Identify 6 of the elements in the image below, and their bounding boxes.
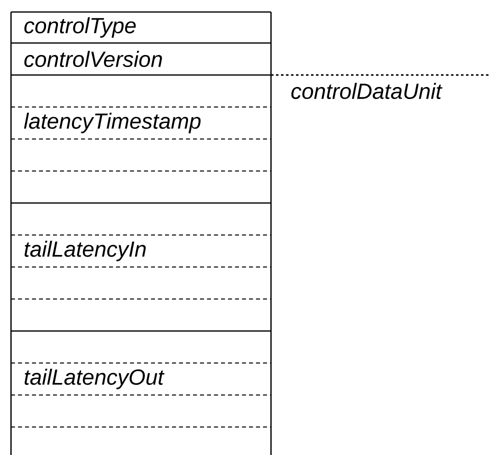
field-row: tailLatencyOut: [24, 368, 164, 390]
field-row: tailLatencyIn: [24, 240, 146, 262]
field-row: controlType: [24, 17, 136, 38]
label: controlDataUnit: [291, 82, 442, 100]
field-row: latencyTimestamp: [24, 112, 201, 134]
field-row: controlVersion: [24, 50, 162, 68]
